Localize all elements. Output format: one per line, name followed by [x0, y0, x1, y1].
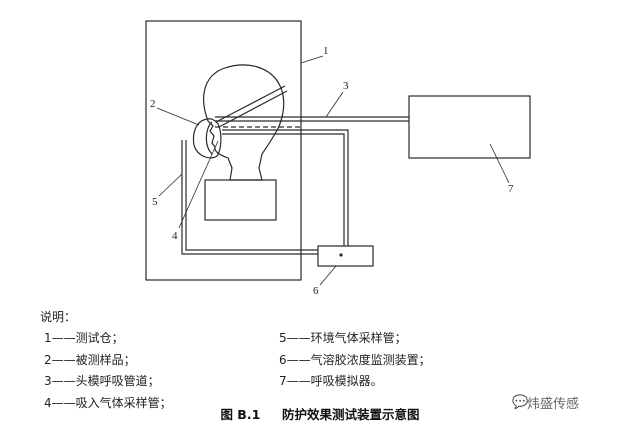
apparatus-diagram — [145, 20, 531, 286]
head-base — [204, 179, 277, 221]
legend-title: 说明： — [40, 310, 77, 324]
leader-2 — [156, 107, 200, 126]
leader-7 — [489, 143, 510, 184]
legend-item-5: 5——环境气体采样管； — [279, 331, 407, 345]
watermark-text: 炜盛传感 — [527, 397, 580, 412]
callout-6: 6 — [313, 285, 319, 297]
figure-caption: 图 B.1 防护效果测试装置示意图 — [0, 404, 640, 423]
monitor-dot — [339, 253, 343, 257]
legend-item-6: 6——气溶胶浓度监测装置； — [279, 352, 431, 367]
leader-5 — [158, 173, 183, 197]
inhaled-gas-sampling-tube-2 — [222, 133, 345, 246]
legend-item-3: 3——头模呼吸管道； — [44, 374, 160, 388]
head-model — [203, 64, 285, 181]
legend-item-4: 4——吸入气体采样管； — [44, 395, 172, 410]
environment-gas-sampling-tube-2 — [185, 140, 318, 251]
legend-column-right: 5——环境气体采样管； 6——气溶胶浓度监测装置； 7——呼吸模拟器。 — [279, 328, 431, 393]
legend-item-2: 2——被测样品； — [44, 352, 136, 367]
callout-2: 2 — [150, 98, 156, 110]
test-sample-mask-inner — [205, 121, 213, 155]
breathing-simulator — [408, 95, 531, 159]
leader-6 — [319, 265, 337, 286]
callout-5: 5 — [152, 196, 158, 208]
legend-column-left: 1——测试仓； 2——被测样品； 3——头模呼吸管道； 4——吸入气体采样管； — [44, 328, 172, 414]
callout-4: 4 — [172, 230, 178, 242]
leader-1 — [300, 55, 324, 64]
callout-1: 1 — [323, 45, 329, 57]
inhaled-gas-sampling-tube — [222, 129, 349, 246]
leader-4 — [178, 140, 219, 229]
figure-number: 图 B.1 — [220, 407, 261, 422]
test-chamber — [145, 20, 302, 281]
callout-7: 7 — [508, 183, 514, 195]
environment-gas-sampling-tube — [181, 140, 318, 255]
mask-strap — [215, 85, 286, 123]
callout-3: 3 — [343, 80, 349, 92]
figure-title: 防护效果测试装置示意图 — [282, 407, 420, 422]
legend-item-1: 1——测试仓； — [44, 331, 124, 345]
legend-item-7: 7——呼吸模拟器。 — [279, 374, 383, 388]
chat-bubble-icon: 💬 — [512, 395, 529, 410]
leader-3 — [325, 91, 344, 118]
aerosol-monitor — [317, 245, 374, 267]
